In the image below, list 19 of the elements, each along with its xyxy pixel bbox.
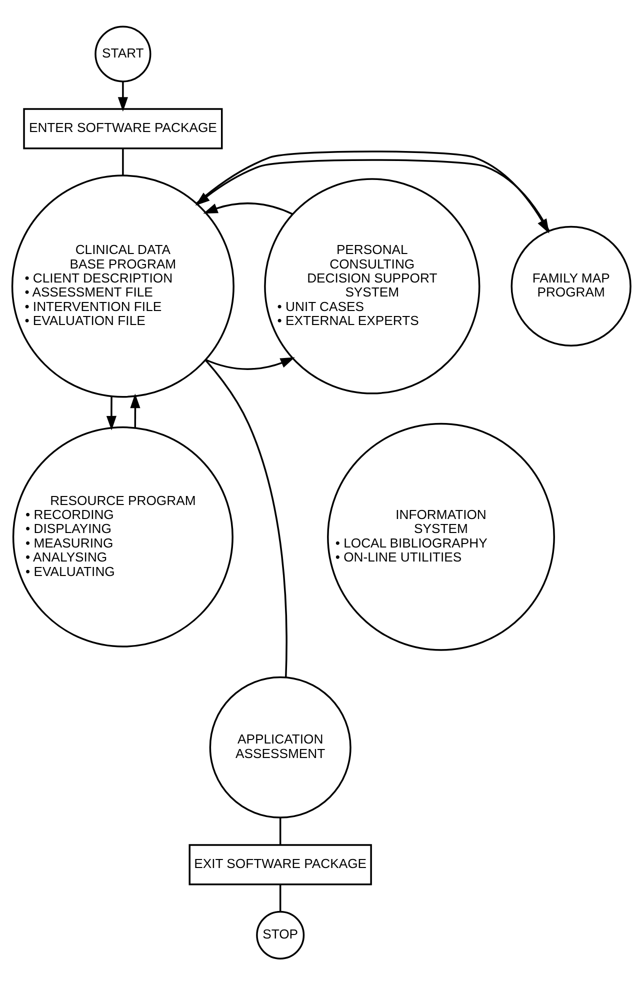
node-circle: START: [94, 26, 152, 82]
node-circle: CLINICAL DATA BASE PROGRAM • CLIENT DESCRIPTION • ASSESSMENT FILE • INTERVENTION FILE • EVALUATION FILE: [11, 174, 234, 398]
arrow: [203, 202, 293, 215]
arrow: [106, 396, 117, 430]
node-circle: INFORMATION SYSTEM • LOCAL BIBLIOGRAPHY • ON-LINE UTILITIES: [327, 422, 555, 651]
connector: [279, 884, 282, 912]
arrow: [118, 82, 128, 112]
node-circle: STOP: [256, 910, 305, 960]
arrow: [205, 357, 295, 370]
node-circle: PERSONAL CONSULTING DECISION SUPPORT SYSTEM • UNIT CASES • EXTERNAL EXPERTS: [264, 178, 480, 394]
arrow: [130, 394, 140, 428]
node-box: EXIT SOFTWARE PACKAGE: [188, 844, 372, 886]
connector: [122, 148, 124, 176]
connector: [204, 359, 288, 678]
node-box: ENTER SOFTWARE PACKAGE: [23, 108, 223, 150]
node-circle: APPLICATION ASSESSMENT: [209, 676, 352, 818]
node-circle: RESOURCE PROGRAM • RECORDING • DISPLAYING • MEASURING • ANALYSING • EVALUATING: [12, 426, 234, 648]
connector: [279, 818, 282, 845]
node-circle: FAMILY MAP PROGRAM: [510, 226, 632, 347]
